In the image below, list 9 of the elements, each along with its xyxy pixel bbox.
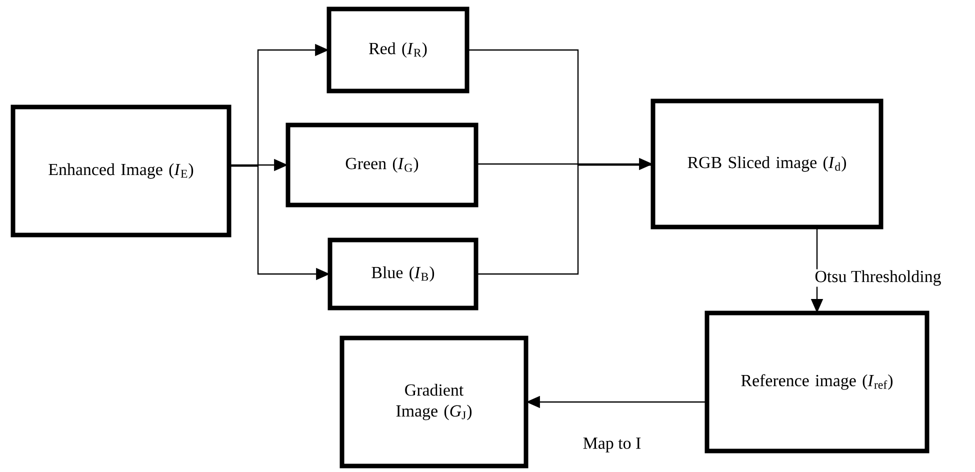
process-box: Gradient Image (G$_{J}$) [340, 336, 528, 468]
process-box: RGB Sliced image (I$_{d}$) [650, 98, 884, 230]
process-box: Reference image (I$_{ref}$) [704, 310, 930, 454]
edge-label: Map to I [582, 436, 642, 454]
process-box: Red (I$_{R}$) [326, 6, 470, 94]
process-box: Enhanced Image (I$_{E}$) [10, 104, 232, 238]
edge-label: Otsu Thresholding [814, 269, 942, 287]
process-box: Green (I$_{G}$) [286, 122, 478, 208]
process-box: Blue (I$_{B}$) [328, 238, 478, 310]
